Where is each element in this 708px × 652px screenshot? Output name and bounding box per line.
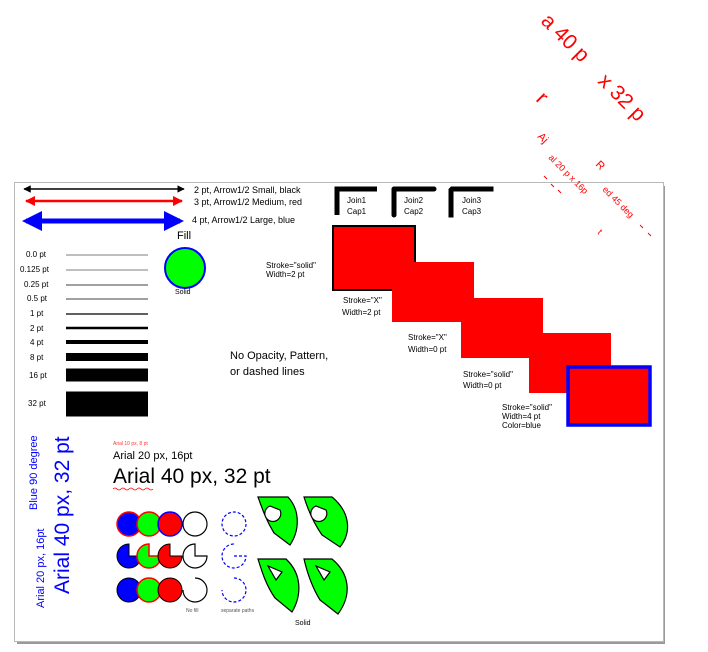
pie-r3-outline xyxy=(182,577,208,603)
stroke-label-5c: Color=blue xyxy=(502,421,541,430)
joins-group: Join1 Cap1 Join2 Cap2 Join3 Cap3 xyxy=(334,186,494,218)
vertical-arial20: Arial 20 px, 16pt xyxy=(35,529,47,609)
fill-caption: Solid xyxy=(175,289,191,296)
width-label-7: 8 pt xyxy=(30,353,44,362)
fill-group: Fill Solid xyxy=(164,230,206,296)
rotated-small-4: ed 45 deg xyxy=(601,184,636,219)
join-label-2a: Join2 xyxy=(404,196,424,205)
stroke-label-4a: Stroke="solid" xyxy=(463,370,513,379)
width-label-5: 2 pt xyxy=(30,324,44,333)
vertical-texts-group: Blue 90 degree Arial 20 px, 16pt Arial 4… xyxy=(28,435,74,608)
arc-shape-2 xyxy=(303,496,349,548)
join-shape-3 xyxy=(448,186,494,218)
arrow-small-label: 2 pt, Arrow1/2 Small, black xyxy=(194,185,301,195)
join-label-2b: Cap2 xyxy=(404,207,424,216)
join-label-3a: Join3 xyxy=(462,196,482,205)
stroke-label-1b: Width=2 pt xyxy=(266,270,305,279)
stroke-label-5b: Width=4 pt xyxy=(502,412,541,421)
vertical-blue-90: Blue 90 degree xyxy=(28,435,40,510)
spell-squiggle xyxy=(112,487,154,491)
stroke-label-1a: Stroke="solid" xyxy=(266,261,316,270)
width-label-2: 0.25 pt xyxy=(24,280,49,289)
arc-shape-3 xyxy=(257,558,300,613)
stroke-label-2b: Width=2 pt xyxy=(342,308,381,317)
pie-r1-dashed xyxy=(221,511,247,537)
rotated-small-3: R xyxy=(593,159,607,173)
arcs-group: Solid xyxy=(257,496,349,627)
stroke-label-5a: Stroke="solid" xyxy=(502,403,552,412)
stroke-label-3b: Width=0 pt xyxy=(408,345,447,354)
rotated-big-3: x 32 p xyxy=(593,69,650,126)
width-label-1: 0.125 pt xyxy=(20,265,50,274)
pie-r2-red xyxy=(157,543,183,569)
arrow-large-label: 4 pt, Arrow1/2 Large, blue xyxy=(192,215,295,225)
pie-r1-red xyxy=(157,511,183,537)
pies-separate-paths: separate paths xyxy=(221,608,255,614)
pie-r2-outline xyxy=(182,543,208,569)
strokes-group: Stroke="solid" Width=2 pt Stroke="X" Wid… xyxy=(266,225,652,430)
note-group: No Opacity, Pattern, or dashed lines xyxy=(230,350,328,378)
text-samples-group: Arial 10 px, 8 pt Arial 20 px, 16pt Aria… xyxy=(112,441,271,491)
width-label-9: 32 pt xyxy=(28,399,47,408)
text-arial40: Arial 40 px, 32 pt xyxy=(113,465,271,488)
join-shape-2 xyxy=(391,186,437,218)
stroke-label-2a: Stroke="X" xyxy=(343,296,382,305)
rotated-big-2: r xyxy=(531,87,552,108)
width-label-0: 0.0 pt xyxy=(26,250,47,259)
text-tiny: Arial 10 px, 8 pt xyxy=(113,441,148,447)
width-label-8: 16 pt xyxy=(29,371,48,380)
text-arial20: Arial 20 px, 16pt xyxy=(113,450,193,462)
stroke-rect-2 xyxy=(392,262,474,322)
arc-shape-4 xyxy=(303,558,348,615)
pies-no-fill: No fill xyxy=(186,608,199,614)
pie-r3-green xyxy=(136,577,162,603)
rotated-big-1: a 40 p xyxy=(536,9,594,67)
pies-group: No fill separate paths xyxy=(116,511,255,614)
note-line-2: or dashed lines xyxy=(230,366,305,378)
pie-r1-outline xyxy=(182,511,208,537)
rotated-small-ticks xyxy=(543,175,652,237)
line-widths-group: 0.0 pt 0.125 pt 0.25 pt 0.5 pt 1 pt 2 pt… xyxy=(20,250,148,417)
join-label-3b: Cap3 xyxy=(462,207,482,216)
pie-r3-dashed xyxy=(221,577,247,603)
arrows-group: 2 pt, Arrow1/2 Small, black 3 pt, Arrow1… xyxy=(22,185,302,231)
rotated-texts-group: a 40 p r x 32 p Aj al 20 p x 16p R ed 45… xyxy=(531,9,652,237)
stroke-label-3a: Stroke="X" xyxy=(408,333,447,342)
note-line-1: No Opacity, Pattern, xyxy=(230,350,328,362)
stroke-rect-5 xyxy=(566,365,652,427)
arcs-caption: Solid xyxy=(295,620,311,627)
pie-r2-dashed xyxy=(221,543,247,569)
rotated-small-2: al 20 p x 16p xyxy=(547,152,591,196)
join-label-1b: Cap1 xyxy=(347,207,367,216)
pie-r3-red xyxy=(157,577,183,603)
vertical-arial40: Arial 40 px, 32 pt xyxy=(51,436,74,594)
stroke-label-4b: Width=0 pt xyxy=(463,381,502,390)
fill-title: Fill xyxy=(177,230,191,242)
arrow-medium-label: 3 pt, Arrow1/2 Medium, red xyxy=(194,197,302,207)
pie-r2-green xyxy=(136,543,162,569)
rotated-small-1: Aj xyxy=(535,131,550,146)
rotated-small-5: t xyxy=(596,227,605,236)
fill-circle xyxy=(164,247,206,289)
width-label-4: 1 pt xyxy=(30,309,44,318)
width-label-3: 0.5 pt xyxy=(27,294,48,303)
join-shape-1 xyxy=(334,186,377,215)
arc-shape-1 xyxy=(257,496,298,546)
join-label-1a: Join1 xyxy=(347,196,367,205)
width-label-6: 4 pt xyxy=(30,338,44,347)
